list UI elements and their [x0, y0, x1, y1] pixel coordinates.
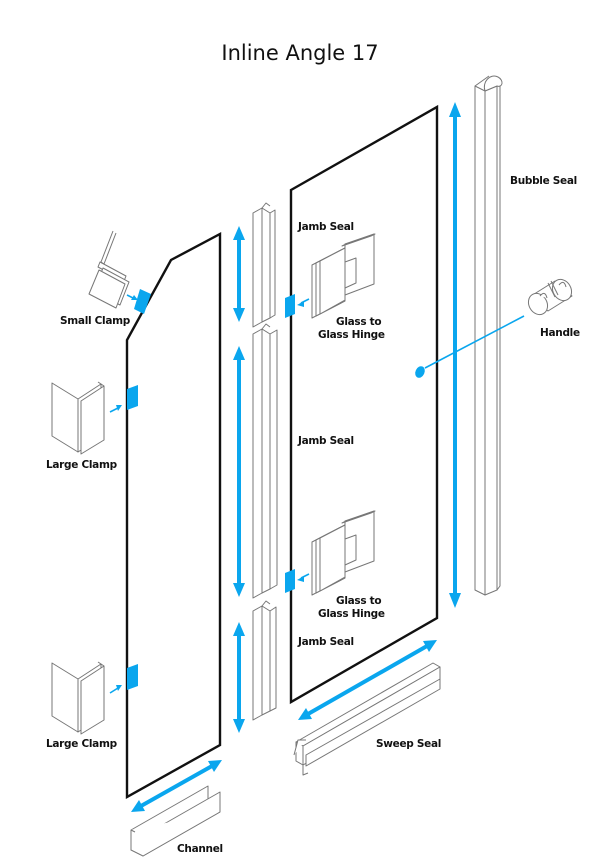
- handle-position-marker: [415, 366, 425, 378]
- jamb-seal-bottom-part: [252, 600, 277, 721]
- large-clamp-bottom-position-marker: [127, 664, 138, 690]
- hinge-bottom-label-line1: Glass to: [336, 595, 381, 607]
- jamb-seal-bottom-arrow: [233, 622, 245, 733]
- jamb-seal-top-arrow: [233, 226, 245, 322]
- jamb-seal-middle-label: Jamb Seal: [297, 435, 354, 447]
- fixed-glass-panel: [125, 232, 222, 800]
- jamb-seal-middle-part: [252, 323, 278, 599]
- door-glass-panel: [289, 104, 439, 705]
- handle-pointer: [424, 315, 525, 369]
- small-clamp-label: Small Clamp: [60, 315, 131, 327]
- large-clamp-bottom-label: Large Clamp: [46, 738, 118, 750]
- hinge-bottom-position-marker: [285, 569, 295, 593]
- jamb-seal-middle-arrow: [233, 346, 245, 597]
- sweep-seal-label: Sweep Seal: [376, 738, 441, 750]
- large-clamp-top-position-marker: [127, 385, 138, 410]
- jamb-seal-top-label: Jamb Seal: [297, 221, 354, 233]
- bubble-seal-label: Bubble Seal: [510, 175, 577, 187]
- large-clamp-bottom-pointer: [109, 687, 119, 694]
- jamb-seal-bottom-label: Jamb Seal: [297, 636, 354, 648]
- hinge-bottom-label-line2: Glass Hinge: [318, 608, 385, 620]
- bubble-seal-arrow: [449, 102, 461, 608]
- bubble-seal-part: [474, 75, 503, 596]
- sweep-seal-part: [293, 662, 441, 776]
- channel-part: [130, 785, 221, 857]
- sweep-seal-arrow: [298, 640, 437, 720]
- channel-arrow: [131, 760, 222, 812]
- handle-icon: [527, 278, 573, 316]
- handle-label: Handle: [540, 327, 580, 339]
- hinge-top-label-line1: Glass to: [336, 316, 381, 328]
- diagram-title: Inline Angle 17: [221, 41, 378, 65]
- small-clamp-icon: [88, 230, 130, 309]
- large-clamp-top-icon: [51, 381, 105, 455]
- jamb-seal-top-part: [252, 202, 276, 328]
- large-clamp-top-pointer: [109, 407, 119, 413]
- hinge-top-position-marker: [285, 294, 295, 318]
- large-clamp-bottom-icon: [51, 661, 105, 735]
- glass-to-glass-hinge-top-icon: [311, 233, 376, 319]
- large-clamp-top-label: Large Clamp: [46, 459, 118, 471]
- glass-to-glass-hinge-bottom-icon: [311, 510, 376, 596]
- hinge-top-label-line2: Glass Hinge: [318, 329, 385, 341]
- channel-label: Channel: [177, 843, 223, 855]
- small-clamp-position-marker: [134, 289, 151, 314]
